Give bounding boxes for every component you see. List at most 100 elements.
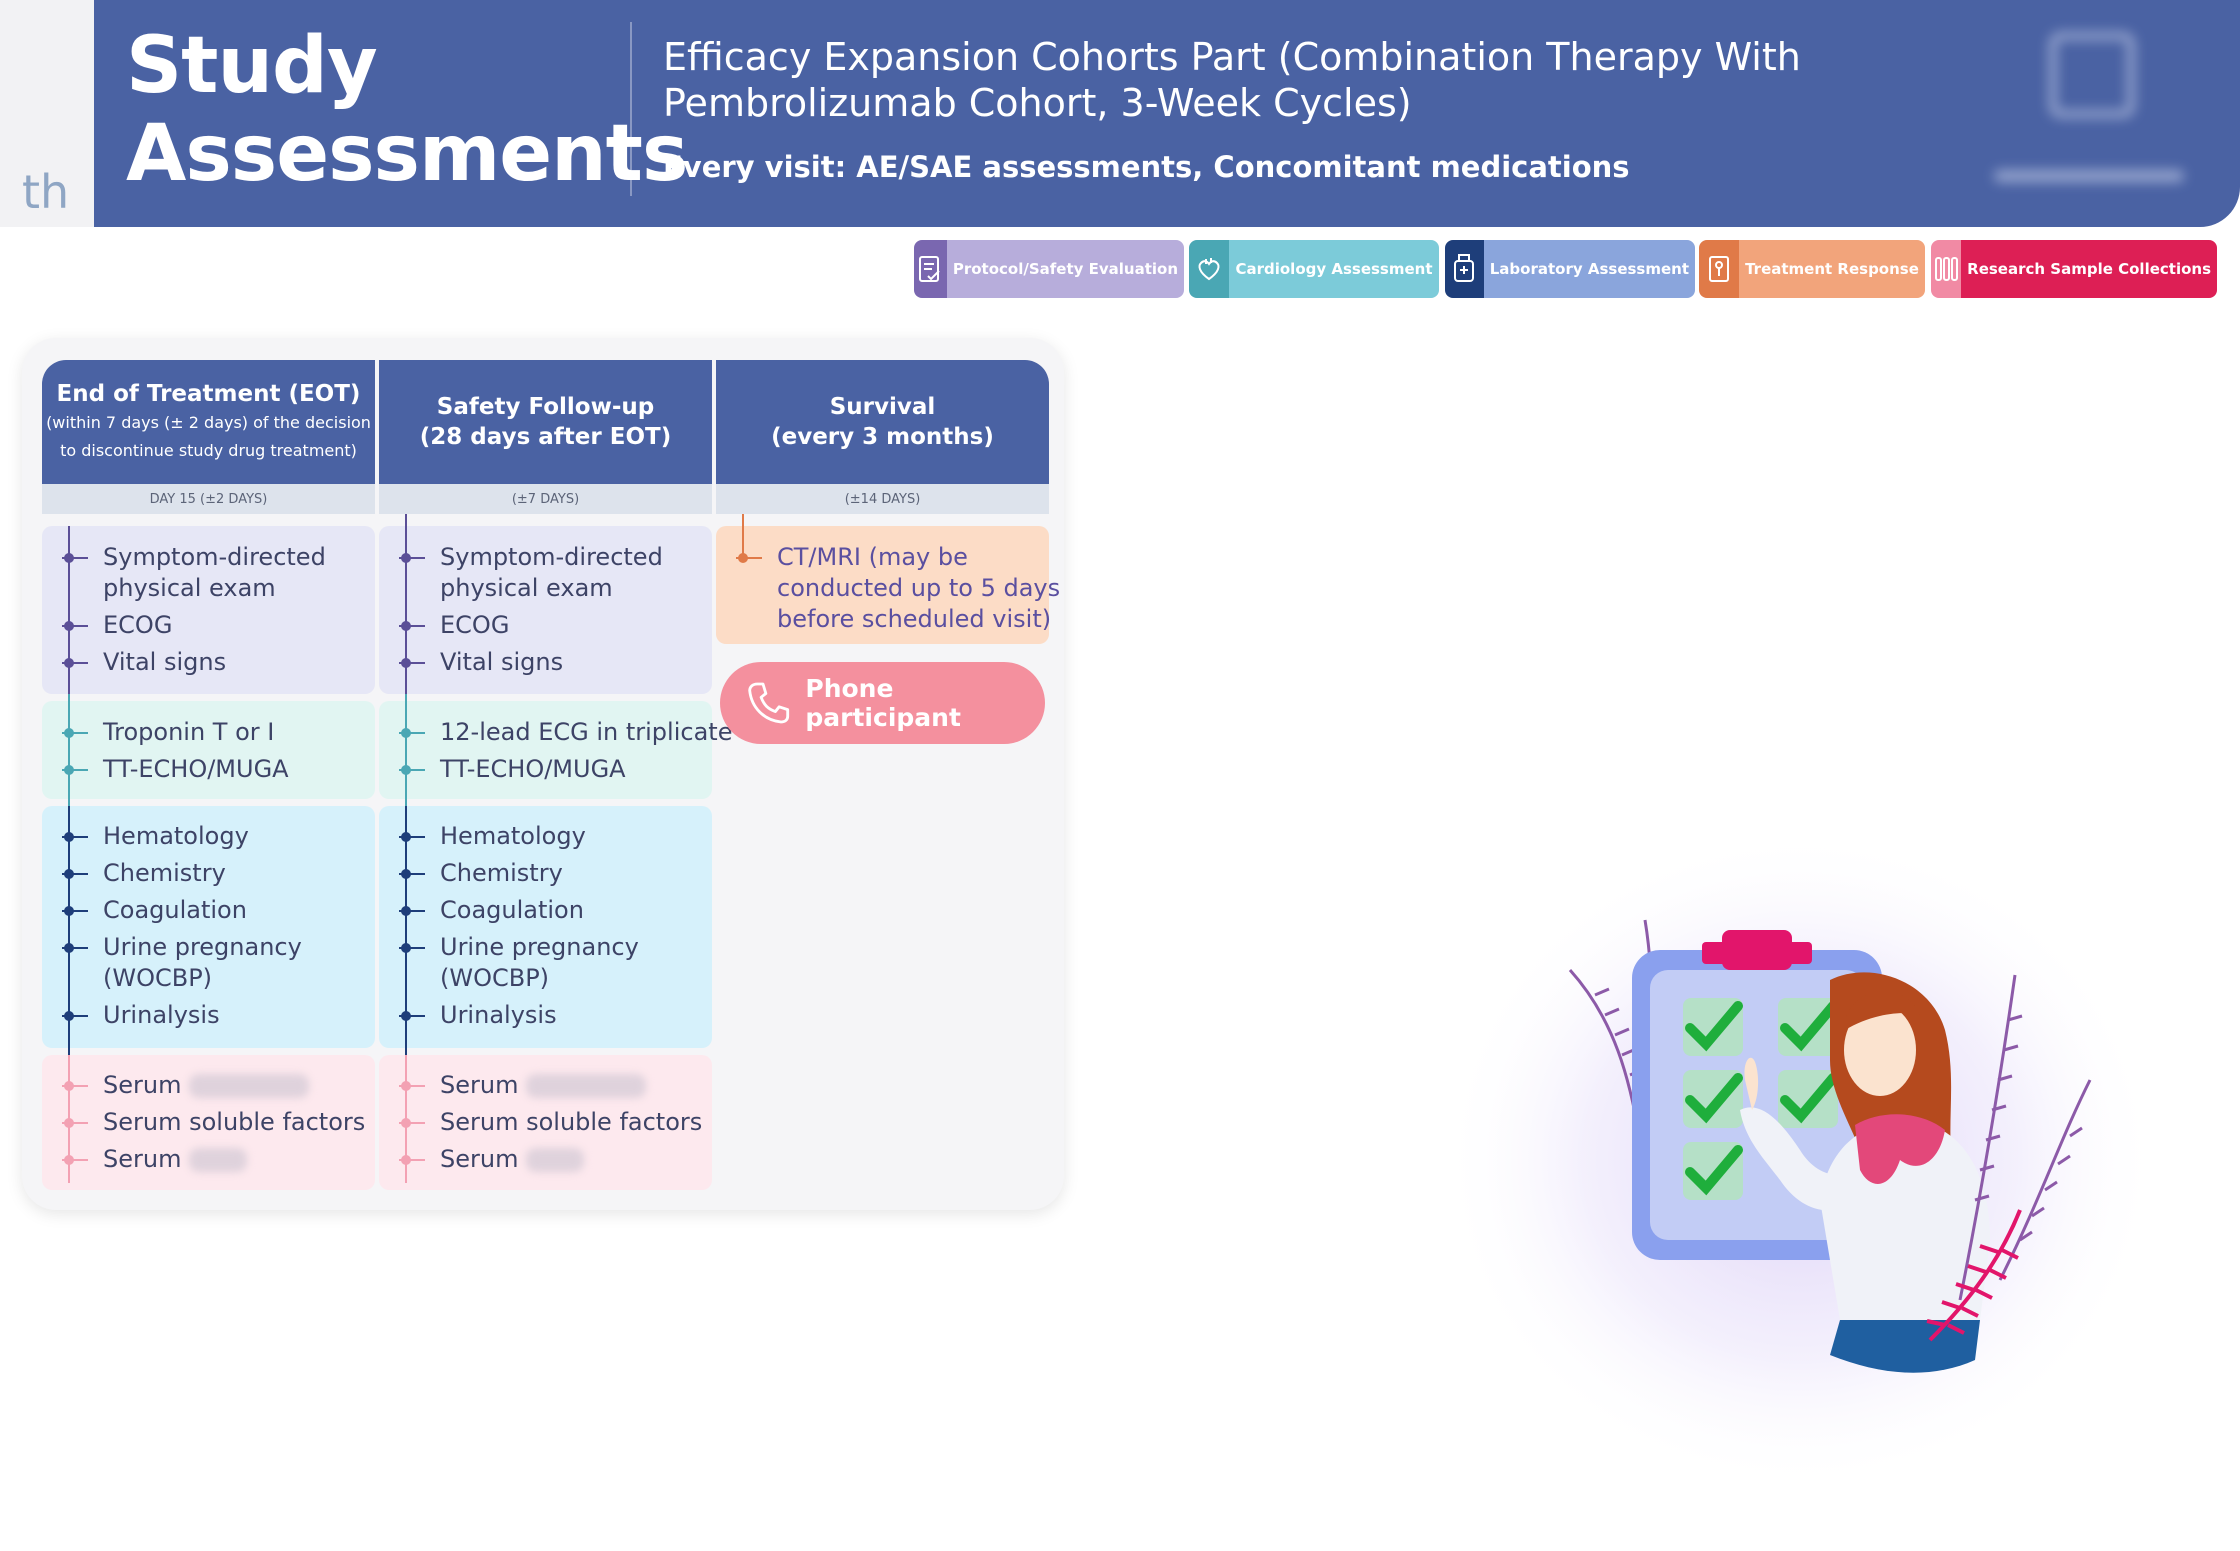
column-header-safety-follow-up: Safety Follow-up (28 days after EOT) <box>379 360 712 484</box>
timeline-dot <box>64 1118 74 1128</box>
assessment-item: Coagulation <box>103 896 247 924</box>
assessment-item: Chemistry <box>103 859 226 887</box>
legend-label: Cardiology Assessment <box>1229 240 1439 298</box>
side-tab[interactable]: th <box>0 0 95 227</box>
timeline-tick <box>62 1085 88 1087</box>
assessment-item: Serum <box>103 1144 248 1175</box>
title-line-2: Assessments <box>126 109 688 199</box>
assessment-item: Hematology <box>440 822 586 850</box>
timeline-tick <box>399 1085 425 1087</box>
assessment-item: CT/MRI (may be <box>777 543 968 571</box>
assessment-item: Urine pregnancy <box>440 933 639 961</box>
timeline-tick <box>62 769 88 771</box>
column-title: (28 days after EOT) <box>419 424 672 450</box>
clipboard-checklist-illustration <box>1440 830 2160 1490</box>
timeline-dot <box>401 658 411 668</box>
timeline-dot <box>64 943 74 953</box>
timeline-dot <box>401 765 411 775</box>
redacted-text <box>189 1148 248 1172</box>
assessment-item: ECOG <box>103 611 173 639</box>
header-divider <box>630 22 632 196</box>
timeline-dot <box>64 658 74 668</box>
timeline-line <box>405 806 407 1055</box>
scan-icon <box>1699 240 1739 298</box>
legend-treatment-response: Treatment Response <box>1699 240 1925 298</box>
assessment-item: 12-lead ECG in triplicate <box>440 718 733 746</box>
phone-icon <box>748 682 790 724</box>
timeline-tick <box>399 1159 425 1161</box>
timeline-dot <box>64 553 74 563</box>
assessment-item: Symptom-directed <box>440 543 663 571</box>
assessment-item: Chemistry <box>440 859 563 887</box>
redacted-text <box>526 1148 585 1172</box>
legend-laboratory: Laboratory Assessment <box>1445 240 1695 298</box>
assessment-item: Urinalysis <box>440 1001 557 1029</box>
laboratory-block <box>42 806 375 1048</box>
assessment-item: Serum soluble factors <box>103 1108 366 1136</box>
protocol-block <box>379 526 712 694</box>
legend-protocol-safety: Protocol/Safety Evaluation <box>914 240 1184 298</box>
column-subtitle: (within 7 days (± 2 days) of the decisio… <box>46 413 371 432</box>
assessment-item: TT-ECHO/MUGA <box>103 755 289 783</box>
timeline-tick <box>62 1015 88 1017</box>
timeline-line <box>405 514 407 694</box>
timeline-tick <box>62 873 88 875</box>
timeline-dot <box>738 553 748 563</box>
assessment-item: Urine pregnancy <box>103 933 302 961</box>
check-icon <box>1683 1070 1743 1128</box>
page-subtitle: Efficacy Expansion Cohorts Part (Combina… <box>663 35 1801 125</box>
column-header-eot: End of Treatment (EOT) (within 7 days (±… <box>42 360 375 484</box>
timeline-dot <box>401 1081 411 1091</box>
protocol-block <box>42 526 375 694</box>
assessment-item: before scheduled visit) <box>777 605 1052 633</box>
assessment-label: Serum <box>103 1145 182 1173</box>
assessment-item: conducted up to 5 days <box>777 574 1061 602</box>
visit-window: (±14 DAYS) <box>716 484 1049 514</box>
cardiology-block <box>379 701 712 799</box>
legend-label: Protocol/Safety Evaluation <box>946 240 1184 298</box>
assessment-item: (WOCBP) <box>440 964 550 992</box>
timeline-tick <box>399 836 425 838</box>
timeline-line <box>742 514 744 559</box>
timeline-dot <box>64 621 74 631</box>
page-title: Study Assessments <box>126 21 688 199</box>
assessment-item: physical exam <box>103 574 276 602</box>
visit-window: (±7 DAYS) <box>379 484 712 514</box>
timeline-tick <box>399 662 425 664</box>
phone-participant-label: Phone participant <box>805 674 961 732</box>
legend-research-samples: Research Sample Collections <box>1931 240 2217 298</box>
timeline-tick <box>62 1159 88 1161</box>
title-line-1: Study <box>126 21 378 111</box>
timeline-tick <box>399 910 425 912</box>
assessment-item: physical exam <box>440 574 613 602</box>
timeline-tick <box>399 947 425 949</box>
timeline-line <box>68 526 70 694</box>
phone-participant-button[interactable]: Phone participant <box>720 662 1045 744</box>
cardiology-block <box>42 701 375 799</box>
check-icon <box>1778 998 1838 1056</box>
side-tab-label: th <box>22 165 70 219</box>
timeline-line <box>68 694 70 806</box>
timeline-tick <box>62 1122 88 1124</box>
timeline-tick <box>62 662 88 664</box>
timeline-tick <box>399 873 425 875</box>
assessment-item: Coagulation <box>440 896 584 924</box>
header-banner: Study Assessments Efficacy Expansion Coh… <box>94 0 2240 227</box>
timeline-dot <box>401 943 411 953</box>
blurred-logo <box>1954 20 2234 200</box>
timeline-tick <box>62 732 88 734</box>
column-title: Safety Follow-up <box>436 394 655 420</box>
assessment-label: Serum <box>440 1145 519 1173</box>
timeline-tick <box>399 557 425 559</box>
woman-figure <box>1740 972 1990 1373</box>
timeline-tick <box>399 1015 425 1017</box>
redacted-text <box>189 1074 310 1098</box>
assessment-item: Serum <box>103 1070 310 1101</box>
timeline-tick <box>399 769 425 771</box>
assessment-item: Hematology <box>103 822 249 850</box>
column-title: End of Treatment (EOT) <box>56 381 361 407</box>
timeline-dot <box>64 765 74 775</box>
timeline-dot <box>401 1155 411 1165</box>
redacted-text <box>526 1074 647 1098</box>
timeline-dot <box>64 869 74 879</box>
